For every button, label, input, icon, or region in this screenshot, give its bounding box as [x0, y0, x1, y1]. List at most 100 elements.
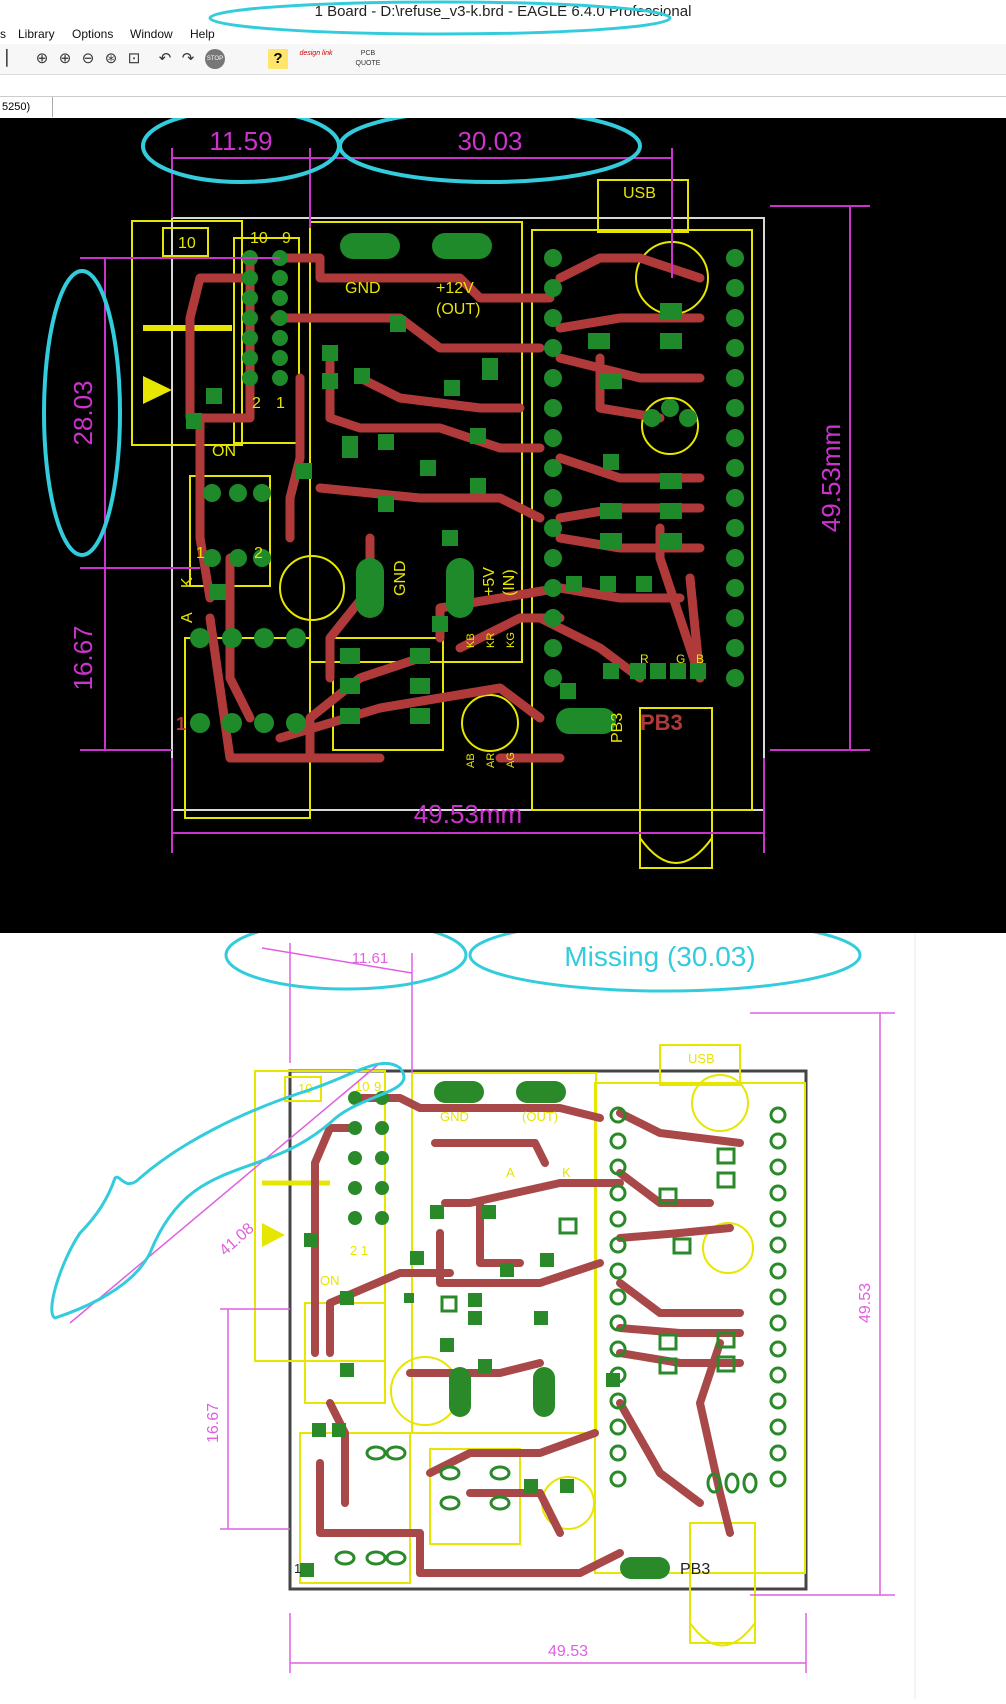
label-g: G	[676, 652, 685, 666]
label-in: (IN)	[501, 569, 518, 596]
board-canvas-top[interactable]: 11.59 30.03 28.03 16.67 49.53mm 49.53mm …	[0, 108, 1006, 933]
label-gnd2: GND	[392, 560, 409, 596]
dim-width-bottom: 49.53mm	[414, 799, 522, 829]
connector-outline-b	[254, 1070, 386, 1362]
label-usb-b: USB	[688, 1051, 715, 1066]
menu-item-help[interactable]: Help	[190, 27, 215, 41]
led-rgb-dome-b	[689, 1622, 756, 1647]
stop-icon[interactable]: STOP	[205, 49, 225, 69]
label-j10: 10	[178, 235, 196, 252]
board-outline	[171, 217, 765, 811]
label-one-b: 1	[294, 1561, 301, 1576]
label-h9: 9	[282, 230, 291, 247]
label-h9-b: 9	[374, 1079, 381, 1094]
dimension-layer-bottom	[69, 943, 895, 1673]
dim-height-left-bottom: 16.67	[68, 625, 98, 690]
usb-outline	[597, 179, 689, 233]
led-circle	[461, 694, 519, 752]
dim-height-left-top: 28.03	[68, 380, 98, 445]
redo-icon[interactable]: ↷	[181, 50, 195, 67]
zoom-select-icon[interactable]: ⊡	[127, 50, 141, 67]
label-out-b: (OUT)	[522, 1109, 558, 1124]
label-a-b: A	[506, 1165, 515, 1180]
annotation-ellipse-top-left-b	[224, 919, 468, 991]
usb-outline-b	[659, 1044, 741, 1086]
annotation-layer-bottom	[50, 917, 862, 1320]
label-pb3: PB3	[609, 713, 626, 743]
annotation-ellipse-height-left	[42, 269, 122, 557]
header-2x5-outline	[233, 237, 300, 444]
toolbar: ▏ ⊕ ⊕ ⊖ ⊛ ⊡ ↶ ↷ STOP ? design link PCB Q…	[0, 44, 1006, 75]
menu-item-file[interactable]: s	[0, 27, 6, 41]
led-rgb-outline-b	[689, 1522, 756, 1644]
command-bar: 5250)	[0, 96, 1006, 117]
zoom-redraw-icon[interactable]: ⊛	[104, 50, 118, 67]
command-input[interactable]	[56, 99, 960, 115]
pad-rings-bottom	[334, 1106, 787, 1566]
page-margin-strip	[915, 933, 1006, 1699]
label-pb3-b: PB3	[680, 1561, 710, 1578]
zoom-in-icon[interactable]: ⊕	[58, 50, 72, 67]
label-on: ON	[212, 443, 236, 460]
label-ab: AB	[465, 753, 477, 768]
undo-icon[interactable]: ↶	[158, 50, 172, 67]
dim-left-b: 16.67	[205, 1403, 222, 1443]
label-12v: +12V	[436, 280, 474, 297]
label-pb3b: PB3	[640, 710, 683, 735]
help-icon[interactable]: ?	[268, 49, 288, 69]
dim-width-top-left: 11.59	[209, 126, 272, 156]
panel-edge-icon[interactable]: ▏	[6, 50, 18, 67]
pad-layer	[186, 233, 744, 734]
dim-width-top-right: 30.03	[457, 126, 522, 156]
silkscreen-labels-bottom: USB GND (OUT) ON 10 9 10 2 1 A K	[298, 1051, 715, 1288]
label-kr: KR	[485, 633, 497, 648]
usb-circle-b	[691, 1074, 749, 1132]
connector-outline	[131, 220, 243, 446]
label-kb: KB	[465, 633, 477, 648]
led-rgb-outline	[639, 707, 713, 869]
capacitor-circle-b	[390, 1356, 460, 1426]
label-h1: 1	[276, 395, 285, 412]
label-two-one-b: 2 1	[350, 1243, 368, 1258]
pcb-quote-icon[interactable]: PCB QUOTE	[348, 49, 388, 69]
annotation-ellipse-title	[208, 0, 672, 36]
label-h2: 2	[252, 395, 261, 412]
label-a: A	[179, 612, 196, 623]
label-on-b: ON	[320, 1273, 340, 1288]
label-ar: AR	[485, 753, 497, 768]
dim-right-b: 49.53	[857, 1283, 874, 1323]
designlink-icon[interactable]: design link	[298, 49, 334, 69]
menu-item-options[interactable]: Options	[72, 27, 114, 41]
label-one: 1	[176, 714, 186, 734]
connector-arrow-icon	[143, 376, 172, 404]
capacitor-circle	[279, 555, 345, 621]
transistor-circle	[641, 397, 699, 455]
dim-height-right: 49.53mm	[816, 424, 846, 532]
label-h10: 10	[250, 230, 268, 247]
zoom-out-icon[interactable]: ⊖	[81, 50, 95, 67]
board-layout-top: 11.59 30.03 28.03 16.67 49.53mm 49.53mm …	[42, 108, 870, 869]
label-s2: 2	[254, 545, 263, 562]
stop-label: STOP	[206, 56, 224, 62]
dim-bottom-b: 49.53	[548, 1643, 588, 1660]
label-h10-b: 10	[355, 1079, 369, 1094]
menu-item-library[interactable]: Library	[18, 27, 55, 41]
connector-arrow-icon-b	[262, 1223, 285, 1247]
board-canvas-bottom[interactable]: 11.61 41.08 16.67 49.53 49.53 USB GND (O…	[0, 917, 1006, 1699]
trace-layer	[185, 253, 705, 763]
label-r: R	[640, 652, 649, 666]
label-b: B	[696, 652, 704, 666]
zoom-fit-icon[interactable]: ⊕	[35, 50, 49, 67]
label-usb: USB	[623, 185, 656, 202]
label-ag: AG	[505, 752, 517, 768]
dim-top-left-b: 11.61	[352, 950, 388, 967]
silkscreen-layer	[131, 179, 753, 869]
connector-tab	[162, 227, 209, 257]
dimension-layer	[80, 148, 870, 853]
dim-diagonal-b: 41.08	[216, 1220, 257, 1259]
silkscreen-labels: USB GND +12V (OUT) GND +5V (IN) PB3 ON 1…	[178, 185, 704, 768]
coordinate-display: 5250)	[0, 97, 53, 117]
label-gnd1: GND	[345, 280, 381, 297]
menu-item-window[interactable]: Window	[130, 27, 173, 41]
label-kg: KG	[505, 632, 517, 648]
